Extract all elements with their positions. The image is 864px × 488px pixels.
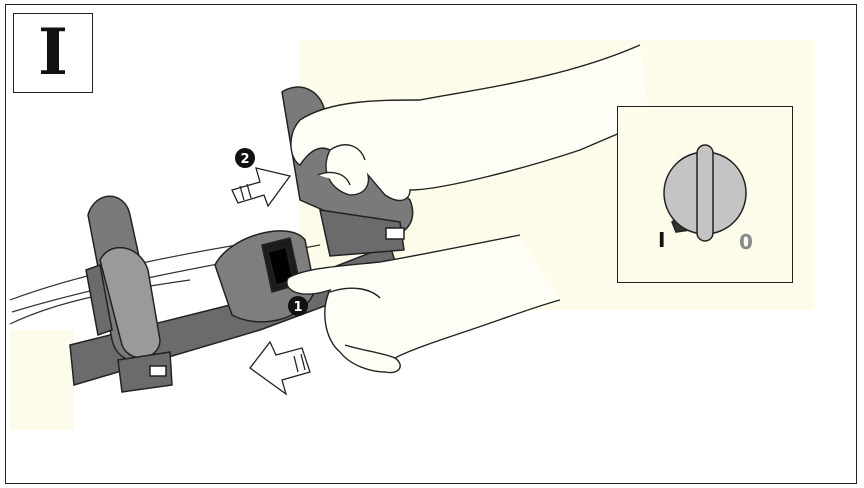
hand-icon [291, 45, 650, 200]
hand-icon [287, 235, 560, 373]
step-number-2-label: 2 [240, 152, 249, 167]
switch-on-label: I [658, 230, 665, 250]
step-number-1-label: 1 [293, 300, 302, 315]
arrow-icon [250, 342, 310, 394]
switch-off-label: 0 [739, 232, 753, 252]
step-label: I [13, 13, 93, 93]
arrow-icon [232, 168, 290, 206]
switch-panel [617, 106, 793, 283]
